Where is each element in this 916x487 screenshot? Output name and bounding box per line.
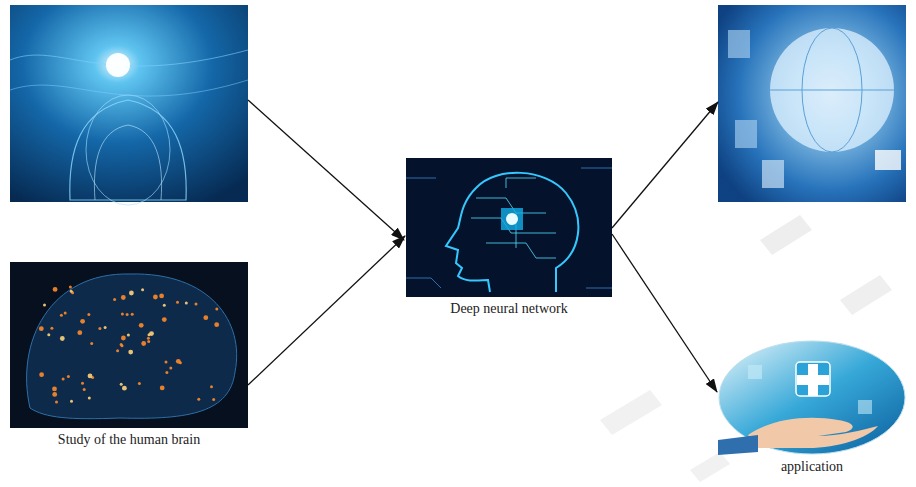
neuron-dot bbox=[64, 312, 67, 315]
neuron-dot bbox=[195, 302, 198, 305]
neuron-dot bbox=[147, 337, 150, 340]
neuron-dot bbox=[88, 396, 91, 399]
neuron-dot bbox=[98, 327, 101, 330]
neuron-dot bbox=[121, 313, 124, 316]
watermark-shape bbox=[760, 215, 812, 255]
neuron-dot bbox=[104, 326, 107, 329]
neuron-dot bbox=[163, 304, 166, 307]
head-illustration bbox=[10, 5, 248, 205]
neuron-dot bbox=[47, 333, 50, 336]
neuron-dot bbox=[141, 288, 144, 291]
neuron-dot bbox=[165, 371, 168, 374]
neuron-dot bbox=[129, 291, 134, 296]
arrow-line bbox=[612, 102, 718, 228]
neuron-dot bbox=[70, 290, 73, 293]
neuron-dot bbox=[169, 366, 172, 369]
neuron-dot bbox=[122, 386, 127, 391]
neuron-dot bbox=[67, 375, 70, 378]
caption-text: Study of the human brain bbox=[10, 428, 248, 448]
neuron-dot bbox=[70, 400, 73, 403]
neuron-dot bbox=[210, 385, 213, 388]
neuron-dot bbox=[121, 336, 126, 341]
neuron-dot bbox=[83, 388, 86, 391]
image-node: application bbox=[718, 340, 906, 475]
arrow-connector bbox=[612, 234, 717, 392]
brain-illustration bbox=[10, 262, 248, 428]
arrow-connector bbox=[248, 236, 405, 385]
neuron-dot bbox=[77, 330, 82, 335]
watermark-shape bbox=[690, 452, 730, 482]
neuron-dot bbox=[121, 295, 126, 300]
neuron-dot bbox=[69, 286, 72, 289]
image-node: Study of the human brain bbox=[10, 262, 248, 448]
neuron-dot bbox=[81, 382, 84, 385]
neuron-dot bbox=[60, 314, 63, 317]
neuron-dot bbox=[90, 342, 93, 345]
neuron-dot bbox=[197, 398, 200, 401]
neuron-dot bbox=[128, 350, 133, 355]
globe-illustration bbox=[718, 5, 906, 202]
neuron-dot bbox=[147, 340, 150, 343]
neuron-dot bbox=[39, 326, 44, 331]
neuron-dot bbox=[149, 331, 154, 336]
neuron-dot bbox=[62, 378, 65, 381]
neuron-dot bbox=[87, 313, 90, 316]
neuron-dot bbox=[176, 301, 179, 304]
neuron-dot bbox=[215, 307, 218, 310]
neuron-dot bbox=[203, 315, 208, 320]
caption-text: application bbox=[718, 455, 906, 475]
neuron-dot bbox=[113, 298, 116, 301]
neuron-dot bbox=[162, 317, 167, 322]
neuron-dot bbox=[52, 387, 57, 392]
neuron-dot bbox=[159, 294, 164, 299]
neuron-dot bbox=[176, 359, 181, 364]
neuron-dot bbox=[88, 374, 93, 379]
neuron-dot bbox=[212, 398, 215, 401]
neuron-dot bbox=[80, 319, 85, 324]
neuron-dot bbox=[153, 295, 158, 300]
neuron-dot bbox=[116, 349, 119, 352]
neuron-dot bbox=[126, 313, 129, 316]
neuron-dot bbox=[127, 334, 130, 337]
neuron-dot bbox=[131, 313, 134, 316]
neuron-dot bbox=[165, 361, 168, 364]
neuron-dot bbox=[60, 336, 65, 341]
neuron-dot bbox=[43, 303, 46, 306]
neuron-dot bbox=[138, 382, 141, 385]
neuron-dot bbox=[214, 322, 219, 327]
neuron-dot bbox=[139, 323, 144, 328]
neuron-dot bbox=[39, 372, 44, 377]
neuron-dot bbox=[120, 383, 123, 386]
neuron-dot bbox=[160, 386, 165, 391]
neuron-dot bbox=[52, 392, 57, 397]
caption-text: Deep neural network bbox=[406, 297, 612, 317]
neuron-dot bbox=[185, 301, 188, 304]
dnn-illustration bbox=[406, 158, 612, 297]
neuron-dot bbox=[50, 327, 53, 330]
neuron-dot bbox=[55, 400, 58, 403]
neuron-dot bbox=[53, 287, 58, 292]
care-illustration bbox=[718, 340, 906, 455]
arrow-line bbox=[248, 100, 404, 240]
watermark-shape bbox=[840, 275, 892, 315]
neuron-dot bbox=[120, 343, 123, 346]
watermark-shape bbox=[600, 390, 662, 435]
neuron-dot bbox=[141, 341, 146, 346]
image-node: Deep neural network bbox=[406, 158, 612, 317]
